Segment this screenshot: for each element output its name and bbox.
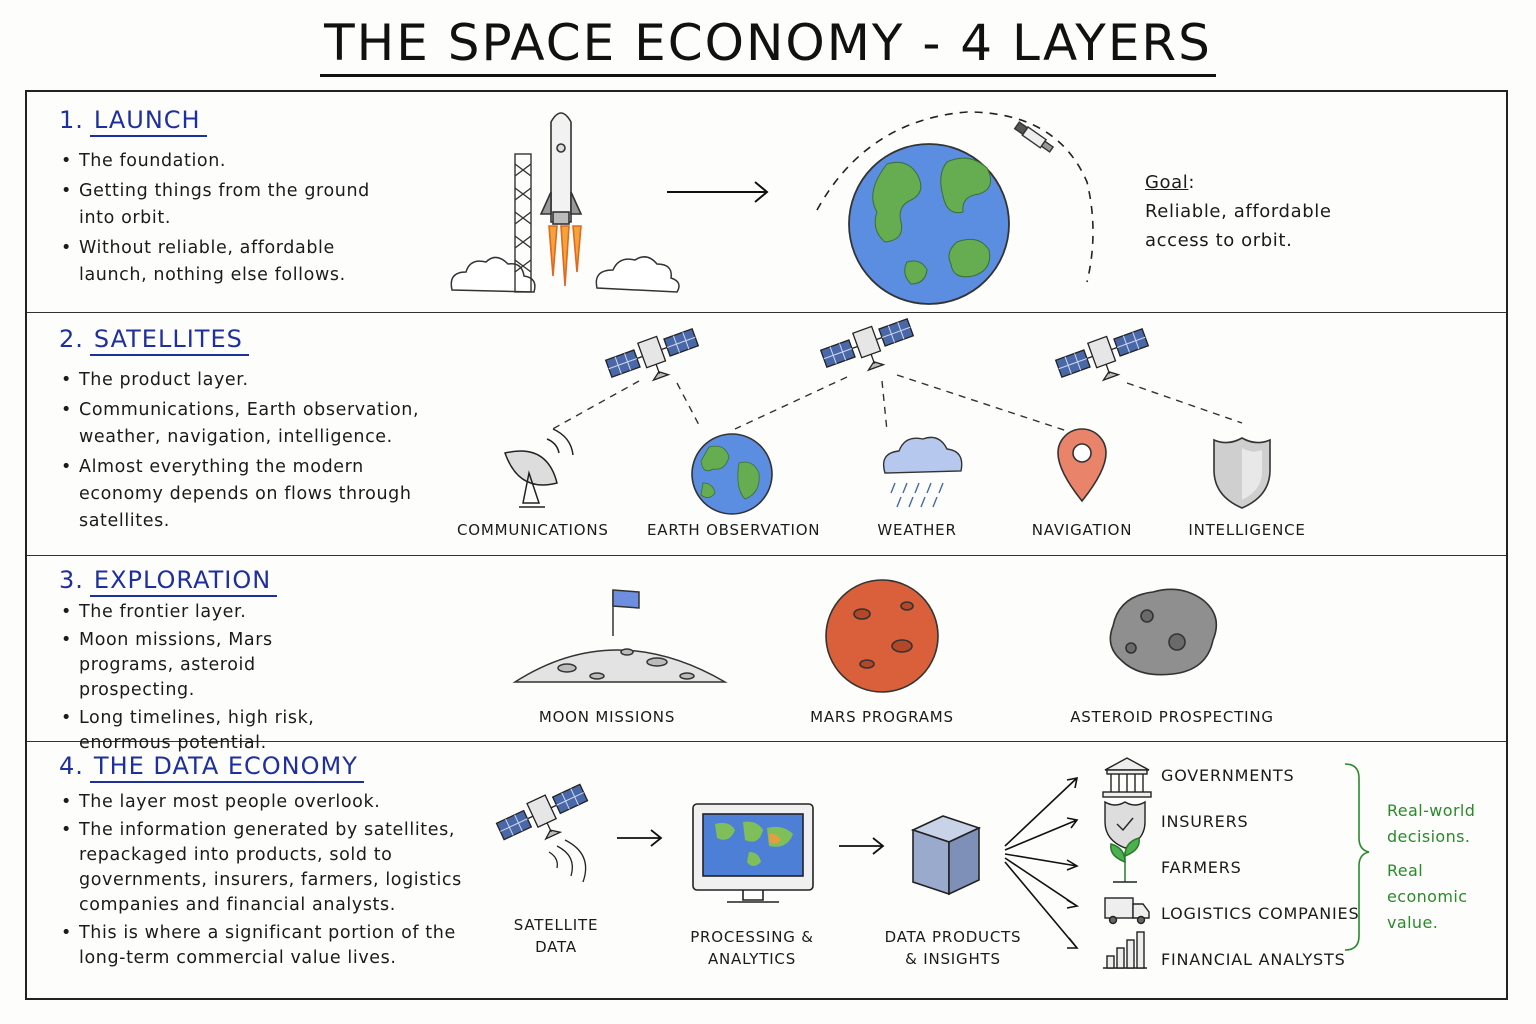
brace	[1344, 763, 1370, 951]
fan-arrows	[1004, 776, 1080, 949]
bullet: Without reliable, affordable launch, not…	[59, 235, 379, 289]
note-value: Real economic value.	[1387, 861, 1468, 932]
data-economy-illustration	[493, 757, 1370, 969]
layer-heading: 1.LAUNCH	[59, 106, 207, 137]
bullet: The information generated by satellites,…	[59, 818, 469, 918]
goal-note: Goal: Reliable, affordable access to orb…	[1145, 172, 1332, 251]
customer-label: INSURERS	[1161, 812, 1249, 831]
plant-icon	[1110, 837, 1140, 883]
note-decisions: Real-world decisions.	[1387, 801, 1476, 846]
bullet: Getting things from the ground into orbi…	[59, 178, 379, 232]
layer-bullets: The layer most people overlook. The info…	[59, 790, 469, 974]
layers-frame: 1.LAUNCH The foundation. Getting things …	[25, 90, 1508, 1000]
bar-chart-icon	[1103, 931, 1147, 969]
page-title: THE SPACE ECONOMY - 4 LAYERS	[0, 14, 1536, 77]
customer-label: FARMERS	[1161, 858, 1242, 877]
layer-bullets: The frontier layer. Moon missions, Mars …	[59, 600, 359, 759]
item-label: COMMUNICATIONS	[457, 521, 609, 539]
bullet: The foundation.	[59, 148, 379, 175]
moon-flag-icon	[512, 589, 728, 683]
launch-tower-icon	[514, 153, 532, 293]
layer-launch: 1.LAUNCH The foundation. Getting things …	[27, 92, 1506, 313]
asteroid-icon	[1109, 588, 1218, 676]
layer-bullets: The product layer. Communications, Earth…	[59, 367, 429, 538]
item-label: MARS PROGRAMS	[810, 708, 954, 726]
satellite-icon	[493, 779, 596, 856]
shield-check-icon	[1104, 800, 1146, 849]
item-label: EARTH OBSERVATION	[647, 521, 821, 539]
bullet: The frontier layer.	[59, 600, 359, 625]
item-label: NAVIGATION	[1031, 521, 1133, 539]
earth-icon	[691, 433, 773, 515]
satellite-dish-icon	[504, 428, 574, 508]
monitor-icon	[692, 803, 814, 903]
layer-exploration: 3.EXPLORATION The frontier layer. Moon m…	[27, 556, 1506, 753]
government-building-icon	[1102, 757, 1152, 798]
flow-label: SATELLITE DATA	[513, 916, 599, 956]
item-label: ASTEROID PROSPECTING	[1070, 708, 1274, 726]
data-cube-icon	[910, 815, 982, 896]
satellite-icon	[1013, 121, 1055, 153]
launch-illustration	[450, 111, 1094, 305]
layer-bullets: The foundation. Getting things from the …	[59, 148, 379, 292]
bullet: This is where a significant portion of t…	[59, 921, 469, 971]
cloud-icon	[450, 256, 680, 293]
item-label: INTELLIGENCE	[1188, 521, 1306, 539]
rocket-icon	[539, 112, 583, 287]
bullet: The product layer.	[59, 367, 429, 394]
satellite-icon	[1053, 323, 1155, 394]
bullet: Communications, Earth observation, weath…	[59, 397, 429, 451]
layer-data-economy: 4.THE DATA ECONOMY The layer most people…	[27, 742, 1506, 998]
item-label: WEATHER	[877, 521, 957, 539]
bullet: Long timelines, high risk, enormous pote…	[59, 706, 359, 756]
satellite-icon	[818, 313, 920, 384]
rain-cloud-icon	[882, 436, 963, 508]
customer-label: LOGISTICS COMPANIES	[1161, 904, 1360, 923]
layer-heading: 3.EXPLORATION	[59, 566, 278, 597]
item-label: MOON MISSIONS	[538, 708, 676, 726]
flow-label: PROCESSING & ANALYTICS	[690, 928, 814, 968]
exploration-illustration	[512, 579, 1218, 693]
bullet: Almost everything the modern economy dep…	[59, 454, 429, 535]
arrow-right-icon	[617, 829, 885, 855]
mars-icon	[825, 579, 939, 693]
bullet: Moon missions, Mars programs, asteroid p…	[59, 628, 359, 703]
layer-heading: 2.SATELLITES	[59, 325, 249, 356]
arrow-right-icon	[667, 181, 769, 203]
shield-icon	[1213, 437, 1271, 509]
flow-label: DATA PRODUCTS & INSIGHTS	[884, 928, 1022, 968]
layer-satellites: 2.SATELLITES The product layer. Communic…	[27, 313, 1506, 556]
truck-icon	[1104, 897, 1150, 925]
customer-label: FINANCIAL ANALYSTS	[1161, 950, 1346, 969]
customer-label: GOVERNMENTS	[1161, 766, 1295, 785]
bullet: The layer most people overlook.	[59, 790, 469, 815]
layer-heading: 4.THE DATA ECONOMY	[59, 752, 364, 783]
earth-icon	[848, 143, 1010, 305]
satellites-illustration	[504, 313, 1271, 515]
satellite-icon	[603, 323, 705, 394]
location-pin-icon	[1057, 428, 1107, 503]
